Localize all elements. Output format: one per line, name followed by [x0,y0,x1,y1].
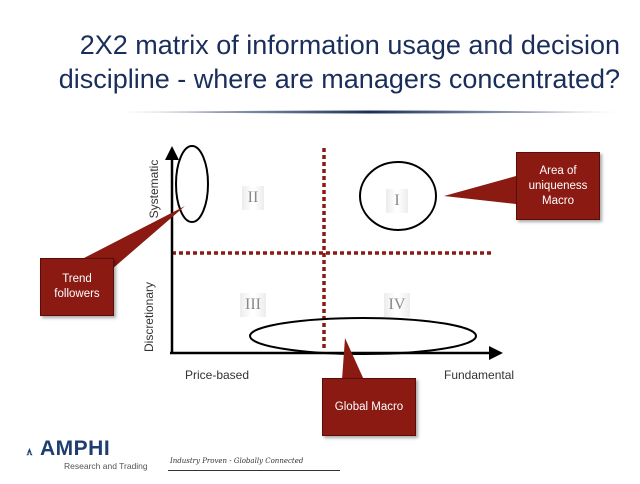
quadrant-label-iv: IV [384,293,410,317]
global-macro-ellipse [249,317,477,355]
title-line-2: discipline - where are managers concentr… [58,64,620,94]
quadrant-label-i: I [386,189,408,213]
callout-trend-followers: Trend followers [40,258,114,316]
y-axis-label-systematic: Systematic [147,159,161,219]
trend-followers-ellipse [175,145,209,223]
footer-tagline: Industry Proven - Globally Connected [170,457,304,465]
y-axis-arrowhead [165,146,179,160]
quadrant-label-ii: II [242,186,264,210]
callout-macro-line-3: Macro [542,194,574,207]
logo-subtitle: Research and Trading [64,461,148,471]
callout-macro-line-1: Area of [539,164,577,177]
title-underline [120,110,620,114]
tagline-underline [168,470,340,471]
title-line-1: 2X2 matrix of information usage and deci… [79,30,620,60]
x-axis-label-fundamental: Fundamental [444,368,515,382]
y-axis-label-discretionary: Discretionary [142,281,156,353]
quadrant-label-iii: III [240,293,266,317]
x-axis-arrowhead [489,346,503,360]
macro-ellipse [359,161,437,231]
x-axis-label-price-based: Price-based [185,368,250,382]
macro-callout-pointer [444,176,516,204]
amphi-logo-mark [26,447,33,456]
callout-macro-line-2: uniqueness [528,179,588,192]
logo-name: AMPHI [40,437,111,460]
callout-trend-line-2: followers [54,288,100,300]
slide-title: 2X2 matrix of information usage and deci… [20,28,620,96]
callout-trend-line-1: Trend [62,273,92,285]
callout-global-text: Global Macro [334,400,404,413]
callout-area-of-uniqueness: Area of uniqueness Macro [516,152,600,220]
global-callout-pointer [342,338,364,380]
callout-global-macro: Global Macro [322,378,416,436]
